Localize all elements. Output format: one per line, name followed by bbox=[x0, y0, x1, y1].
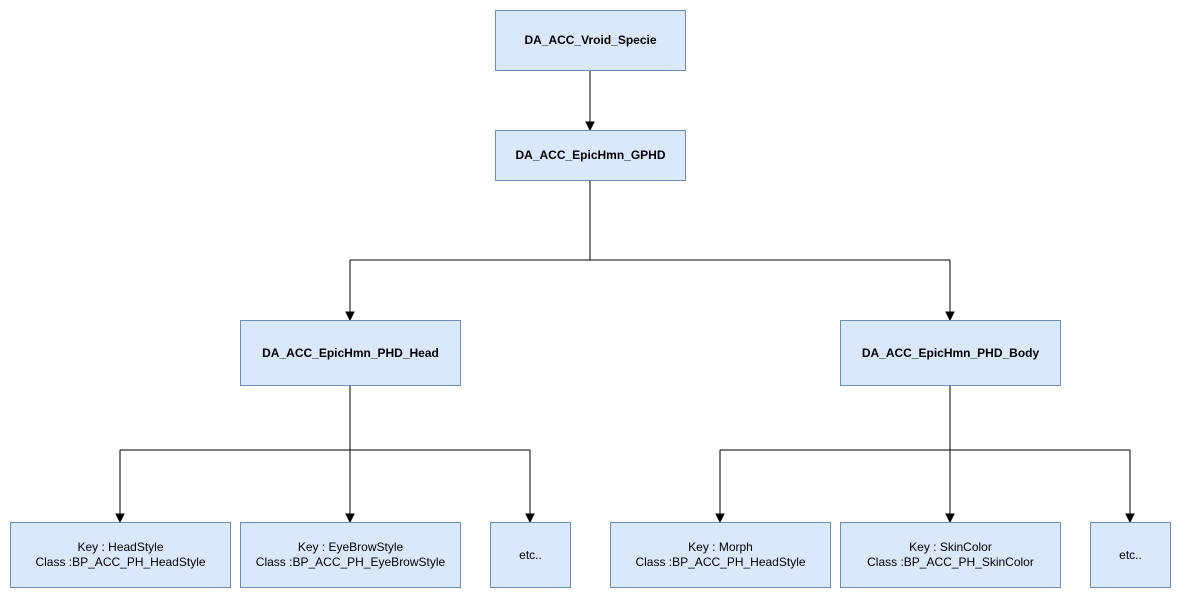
node-body-label: DA_ACC_EpicHmn_PHD_Body bbox=[861, 345, 1040, 360]
node-morph-class: Class :BP_ACC_PH_HeadStyle bbox=[635, 555, 806, 569]
node-head-etc-label: etc.. bbox=[519, 547, 542, 562]
node-root-label: DA_ACC_Vroid_Specie bbox=[524, 33, 657, 47]
arrow-head-to-headstyle bbox=[115, 513, 125, 524]
arrow-gphd-to-head bbox=[345, 311, 355, 322]
arrow-body-to-skincolor bbox=[945, 513, 955, 524]
arrow-root-to-gphd bbox=[585, 121, 595, 132]
arrow-head-to-etc bbox=[525, 513, 535, 524]
node-headstyle-text: Key : HeadStyle Class :BP_ACC_PH_HeadSty… bbox=[35, 540, 205, 570]
node-morph-key: Key : Morph bbox=[688, 540, 753, 554]
node-eyebrowstyle-class: Class :BP_ACC_PH_EyeBrowStyle bbox=[255, 555, 446, 569]
node-skincolor-class: Class :BP_ACC_PH_SkinColor bbox=[867, 555, 1034, 569]
node-gphd[interactable]: DA_ACC_EpicHmn_GPHD bbox=[495, 130, 686, 181]
arrow-gphd-to-body bbox=[945, 311, 955, 322]
node-body-etc-label: etc.. bbox=[1119, 547, 1142, 562]
node-body[interactable]: DA_ACC_EpicHmn_PHD_Body bbox=[840, 320, 1061, 386]
node-head-label: DA_ACC_EpicHmn_PHD_Head bbox=[262, 345, 439, 360]
node-morph[interactable]: Key : Morph Class :BP_ACC_PH_HeadStyle bbox=[610, 522, 831, 588]
node-headstyle-key: Key : HeadStyle bbox=[77, 540, 164, 554]
node-eyebrowstyle[interactable]: Key : EyeBrowStyle Class :BP_ACC_PH_EyeB… bbox=[240, 522, 461, 588]
arrow-body-to-morph bbox=[715, 513, 725, 524]
node-body-etc[interactable]: etc.. bbox=[1090, 522, 1171, 588]
arrow-head-to-eyebrowstyle bbox=[345, 513, 355, 524]
node-head[interactable]: DA_ACC_EpicHmn_PHD_Head bbox=[240, 320, 461, 386]
arrow-body-to-etc bbox=[1125, 513, 1135, 524]
node-head-etc[interactable]: etc.. bbox=[490, 522, 571, 588]
node-skincolor-text: Key : SkinColor Class :BP_ACC_PH_SkinCol… bbox=[867, 540, 1034, 570]
node-morph-text: Key : Morph Class :BP_ACC_PH_HeadStyle bbox=[635, 540, 805, 570]
node-eyebrowstyle-key: Key : EyeBrowStyle bbox=[297, 540, 404, 554]
node-headstyle[interactable]: Key : HeadStyle Class :BP_ACC_PH_HeadSty… bbox=[10, 522, 231, 588]
node-gphd-label: DA_ACC_EpicHmn_GPHD bbox=[515, 148, 666, 162]
node-eyebrowstyle-text: Key : EyeBrowStyle Class :BP_ACC_PH_EyeB… bbox=[256, 540, 445, 570]
node-skincolor-key: Key : SkinColor bbox=[909, 540, 992, 554]
node-root[interactable]: DA_ACC_Vroid_Specie bbox=[495, 10, 686, 71]
node-skincolor[interactable]: Key : SkinColor Class :BP_ACC_PH_SkinCol… bbox=[840, 522, 1061, 588]
node-headstyle-class: Class :BP_ACC_PH_HeadStyle bbox=[35, 555, 206, 569]
